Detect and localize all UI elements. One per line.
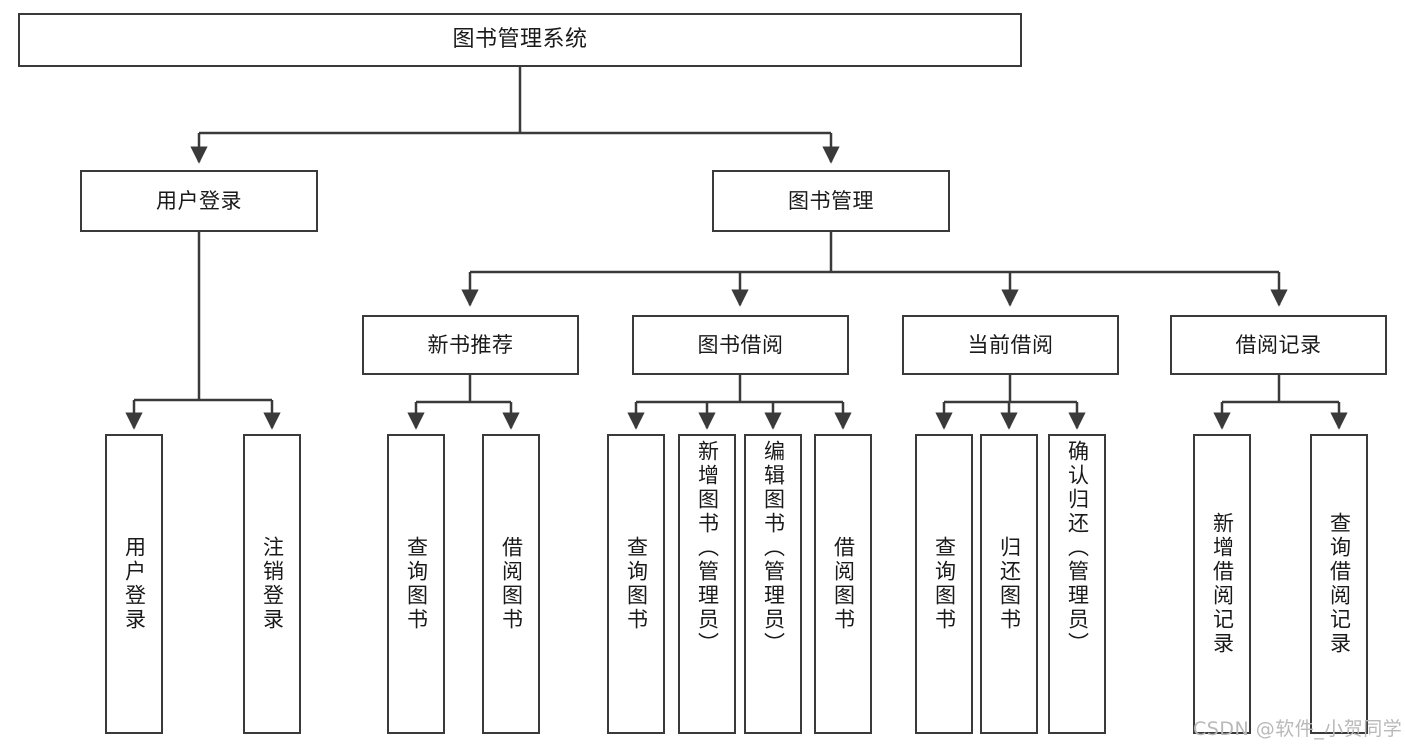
node-user-login[interactable]: 用户登录: [80, 170, 318, 232]
node-leaf-query-book-2[interactable]: 查询图书: [607, 434, 665, 734]
node-leaf-confirm-return[interactable]: 确认归还（管理员）: [1048, 434, 1106, 734]
node-label: 确认归还（管理员）: [1065, 440, 1090, 656]
node-label: 新增图书（管理员）: [695, 440, 720, 656]
node-leaf-add-book[interactable]: 新增图书（管理员）: [678, 434, 736, 734]
csdn-watermark: CSDN @软件_小贺同学: [1193, 718, 1403, 740]
node-leaf-borrow-book-1[interactable]: 借阅图书: [482, 434, 540, 734]
node-leaf-logout[interactable]: 注销登录: [243, 434, 301, 734]
node-current-borrow[interactable]: 当前借阅: [902, 315, 1119, 375]
node-label: 归还图书: [997, 536, 1022, 632]
node-book-management[interactable]: 图书管理: [712, 170, 950, 232]
node-leaf-return-book[interactable]: 归还图书: [980, 434, 1038, 734]
node-root-book-management-system[interactable]: 图书管理系统: [18, 13, 1022, 67]
node-borrow-record[interactable]: 借阅记录: [1170, 315, 1387, 375]
node-leaf-query-record[interactable]: 查询借阅记录: [1310, 434, 1368, 734]
node-leaf-edit-book[interactable]: 编辑图书（管理员）: [744, 434, 802, 734]
node-new-book-recommend[interactable]: 新书推荐: [362, 315, 579, 375]
node-label: 编辑图书（管理员）: [761, 440, 786, 656]
node-leaf-query-book-3[interactable]: 查询图书: [915, 434, 973, 734]
node-label: 用户登录: [156, 188, 242, 213]
node-label: 查询图书: [404, 536, 429, 632]
node-label: 图书管理系统: [452, 27, 588, 53]
node-label: 当前借阅: [967, 332, 1054, 357]
node-label: 借阅图书: [499, 536, 524, 632]
node-label: 查询借阅记录: [1327, 512, 1352, 656]
node-label: 图书管理: [788, 188, 874, 213]
node-leaf-borrow-book-2[interactable]: 借阅图书: [814, 434, 872, 734]
node-label: 用户登录: [122, 536, 147, 632]
node-label: 注销登录: [260, 536, 285, 632]
node-label: 图书借阅: [697, 332, 784, 357]
node-leaf-user-login[interactable]: 用户登录: [105, 434, 163, 734]
node-book-borrow[interactable]: 图书借阅: [632, 315, 849, 375]
node-label: 查询图书: [624, 536, 649, 632]
node-label: 借阅图书: [831, 536, 856, 632]
node-label: 查询图书: [932, 536, 957, 632]
node-label: 借阅记录: [1235, 332, 1322, 357]
node-label: 新增借阅记录: [1210, 512, 1235, 656]
node-leaf-query-book-1[interactable]: 查询图书: [387, 434, 445, 734]
node-leaf-add-record[interactable]: 新增借阅记录: [1193, 434, 1251, 734]
node-label: 新书推荐: [427, 332, 514, 357]
